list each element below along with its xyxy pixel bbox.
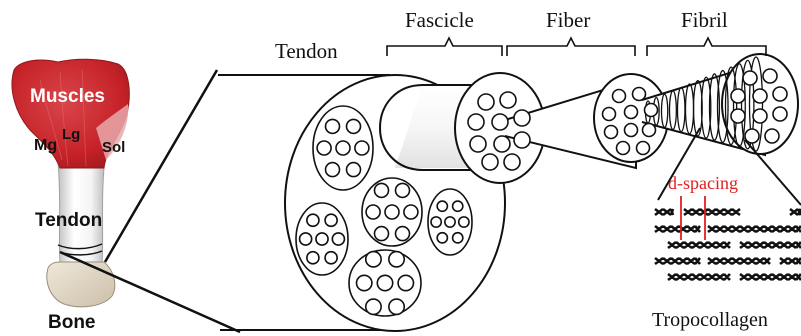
fascicle-fiber: [325, 214, 337, 226]
fascicle-fiber: [347, 163, 361, 177]
fascicle-fiber: [389, 299, 404, 314]
fascicle-fiber: [326, 119, 340, 133]
fascicle-fiber: [385, 205, 399, 219]
label-bone: Bone: [48, 312, 96, 333]
fascicle-fiber: [347, 119, 361, 133]
fascicle-fiber: [325, 252, 337, 264]
label-fascicle: Fascicle: [405, 8, 474, 32]
fibril-molecule: [731, 89, 745, 103]
hierarchy-brackets: [387, 38, 766, 56]
label-fibril: Fibril: [681, 8, 728, 32]
fibril-molecule: [773, 87, 787, 101]
fibril-molecule: [763, 69, 777, 83]
bracket-fibril: [647, 38, 766, 56]
fascicle-fiber: [300, 233, 312, 245]
fiber-fibril: [645, 104, 658, 117]
fibril-molecule: [753, 109, 767, 123]
fascicle-fiber: [307, 252, 319, 264]
fiber-fibril: [603, 108, 616, 121]
fascicle-end-fiber: [500, 92, 516, 108]
tropocollagen-strand: [655, 258, 700, 264]
tropocollagen-strand: [655, 209, 673, 215]
fascicle-fiber: [357, 275, 372, 290]
fascicle-end-fiber: [514, 132, 530, 148]
tropocollagen-strands: [655, 209, 801, 280]
fascicle-fiber: [332, 233, 344, 245]
fibril-molecule: [773, 107, 787, 121]
fibril-molecule: [731, 109, 745, 123]
label-lg: Lg: [62, 126, 80, 143]
fascicle-fiber: [307, 214, 319, 226]
tropocollagen-strand: [790, 209, 801, 215]
fiber-fibril: [625, 124, 638, 137]
fascicle-end-fiber: [478, 94, 494, 110]
fiber-fibril: [625, 106, 638, 119]
fascicle-fiber: [437, 201, 447, 211]
tropocollagen-strand: [740, 274, 801, 280]
fibril-molecule: [765, 129, 779, 143]
fascicle-fiber: [366, 299, 381, 314]
fascicle-end-fiber: [482, 154, 498, 170]
fiber-fibril: [637, 142, 650, 155]
fibril-molecule: [745, 129, 759, 143]
tropocollagen-strand: [708, 258, 770, 264]
fiber-fibril: [643, 124, 656, 137]
fascicle-fiber: [459, 217, 469, 227]
fascicle-fiber: [404, 205, 418, 219]
fascicle-fiber: [398, 275, 413, 290]
tropocollagen-strand: [708, 226, 801, 232]
fiber-fibril: [617, 142, 630, 155]
fascicle-end-fiber: [494, 136, 510, 152]
fascicle-fiber: [375, 227, 389, 241]
fibril-molecule: [743, 71, 757, 85]
fascicle-fiber: [366, 205, 380, 219]
fascicle-fiber: [316, 233, 328, 245]
fibril-molecule: [753, 89, 767, 103]
fascicle-fiber: [431, 217, 441, 227]
fascicle-fiber: [366, 252, 381, 267]
tropocollagen-strand: [780, 258, 801, 264]
fascicle-fiber: [396, 183, 410, 197]
fascicle-end-fiber: [514, 110, 530, 126]
tropocollagen-strand: [668, 242, 730, 248]
d-spacing-markers: [681, 196, 705, 240]
label-sol: Sol: [102, 139, 125, 156]
tropocollagen-strand: [740, 242, 801, 248]
fascicle-fiber: [336, 141, 350, 155]
label-mg: Mg: [34, 137, 57, 154]
fiber-fibril: [613, 90, 626, 103]
fascicle-fiber: [375, 183, 389, 197]
fascicle-fiber: [326, 163, 340, 177]
fascicle-fiber: [453, 201, 463, 211]
fascicle-end-fiber: [492, 114, 508, 130]
bone-shape: [47, 262, 115, 307]
fascicle-fiber: [445, 217, 455, 227]
fiber-fibril: [633, 88, 646, 101]
label-tropocollagen: Tropocollagen: [652, 309, 768, 331]
fascicle-fiber: [377, 275, 392, 290]
label-muscles: Muscles: [30, 86, 105, 107]
bracket-fiber: [507, 38, 635, 56]
fascicle-fiber: [396, 227, 410, 241]
tropocollagen-strand: [684, 209, 740, 215]
muscle-tendon-bone-illustration: Muscles Mg Lg Sol Tendon Bone: [12, 59, 129, 333]
tropocollagen-strand: [668, 274, 730, 280]
fascicle-end-fiber: [504, 154, 520, 170]
tropocollagen-strand: [655, 226, 700, 232]
label-tendon: Tendon: [275, 39, 338, 63]
fascicle-fiber: [437, 233, 447, 243]
fascicle-end-fiber: [470, 136, 486, 152]
label-tendon-left: Tendon: [35, 210, 102, 231]
fascicle-fiber: [355, 141, 369, 155]
fascicle-fiber: [317, 141, 331, 155]
label-fiber: Fiber: [546, 8, 590, 32]
bracket-fascicle: [387, 38, 502, 56]
fascicle-fiber: [389, 252, 404, 267]
fascicle-fiber: [453, 233, 463, 243]
fascicle-end-fiber: [468, 114, 484, 130]
fiber-fibril: [605, 126, 618, 139]
label-d-spacing: d-spacing: [668, 173, 738, 193]
